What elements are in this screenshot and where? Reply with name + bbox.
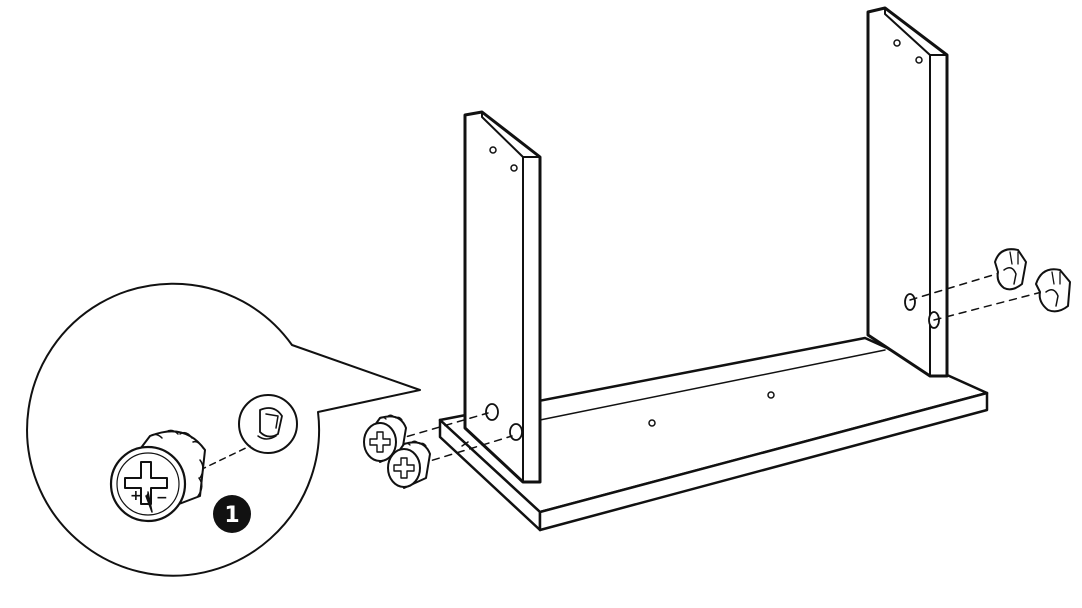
left-side-panel bbox=[465, 112, 540, 482]
minus-sign: − bbox=[156, 490, 168, 506]
cam-lock-cup-icon bbox=[995, 249, 1026, 289]
detail-callout bbox=[27, 284, 420, 576]
right-side-panel bbox=[868, 8, 947, 376]
cam-lock-cup-icon bbox=[1036, 269, 1070, 311]
plus-sign: + bbox=[130, 488, 142, 504]
step-number: 1 bbox=[224, 503, 239, 528]
cam-lock-cup-icon bbox=[239, 395, 297, 453]
